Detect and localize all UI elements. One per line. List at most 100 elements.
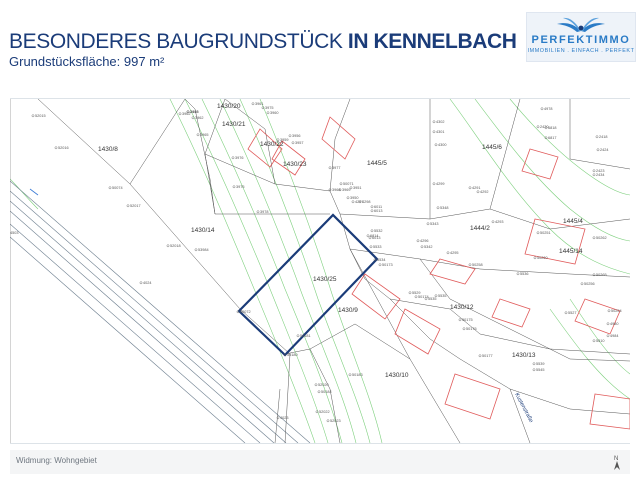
survey-point-marker <box>351 200 355 204</box>
survey-point-marker <box>346 196 350 200</box>
survey-point-label: 4292 <box>480 190 488 194</box>
survey-point-marker <box>314 383 318 387</box>
survey-point-label: 3951 <box>353 186 361 190</box>
survey-point-label: 2434 <box>596 173 604 177</box>
survey-point-label: 3959 <box>280 138 288 142</box>
zoning-label: Widmung: Wohngebiet <box>16 456 97 465</box>
survey-point-label: 52016 <box>58 146 69 150</box>
survey-point-label: 5545 <box>536 368 544 372</box>
survey-point-marker <box>108 186 112 190</box>
survey-point-marker <box>536 125 540 129</box>
survey-point-marker <box>236 310 240 314</box>
survey-point-marker <box>368 236 372 240</box>
survey-point-marker <box>491 220 495 224</box>
survey-point-label: 50173 <box>382 263 393 267</box>
survey-point-label: 6013 <box>374 209 382 213</box>
survey-point-label: 3968 <box>332 188 340 192</box>
plot-area-subtitle: Grundstücksfläche: 997 m² <box>9 54 165 69</box>
survey-point-label: 5343 <box>430 222 438 226</box>
survey-point-marker <box>532 362 536 366</box>
north-arrow-icon: N <box>610 453 624 471</box>
survey-point-label: 5529 <box>412 291 420 295</box>
survey-point-marker <box>416 239 420 243</box>
survey-point-marker <box>366 234 370 238</box>
footer-bar: Widmung: Wohngebiet N <box>10 450 630 474</box>
survey-point-marker <box>256 210 260 214</box>
parcel-label: 1430/9 <box>338 307 358 314</box>
logo-tagline: IMMOBILIEN . EINFACH . PERFEKT <box>527 48 635 54</box>
survey-point-marker <box>191 116 195 120</box>
survey-point-label: 50262 <box>596 236 607 240</box>
survey-point-label: 5342 <box>424 245 432 249</box>
title-light: BESONDERES BAUGRUNDSTÜCK <box>9 30 348 53</box>
survey-point-label: 6817 <box>548 136 556 140</box>
survey-point-marker <box>54 146 58 150</box>
survey-point-marker <box>426 222 430 226</box>
survey-point-label: 4300 <box>438 143 446 147</box>
survey-point-marker <box>606 322 610 326</box>
survey-point-marker <box>536 231 540 235</box>
survey-point-marker <box>373 258 377 262</box>
company-logo[interactable]: PERFEKTIMMO IMMOBILIEN . EINFACH . PERFE… <box>526 12 636 62</box>
survey-point-label: 50260 <box>537 256 548 260</box>
survey-point-marker <box>291 141 295 145</box>
survey-point-marker <box>532 368 536 372</box>
survey-point-marker <box>261 106 265 110</box>
survey-point-marker <box>186 110 190 114</box>
survey-point-marker <box>328 166 332 170</box>
parcel-label: 1445/14 <box>559 248 583 255</box>
survey-point-label: 3975 <box>236 185 244 189</box>
parcel-label: 1445/6 <box>482 144 502 151</box>
survey-point-marker <box>31 114 35 118</box>
survey-point-marker <box>317 390 321 394</box>
survey-point-label: 4296 <box>420 239 428 243</box>
parcel-label: 1430/23 <box>283 161 307 168</box>
survey-point-label: 52017 <box>130 204 141 208</box>
survey-point-label: 4301 <box>436 130 444 134</box>
parcel-label: 1430/14 <box>191 227 215 234</box>
road-lines <box>10 180 311 443</box>
survey-point-marker <box>196 133 200 137</box>
survey-point-marker <box>432 182 436 186</box>
survey-point-marker <box>592 339 596 343</box>
parcel-label: 1430/8 <box>98 146 118 153</box>
street-label: Kustenstraße <box>513 392 534 424</box>
survey-point-label: 4297 <box>355 200 363 204</box>
survey-point-marker <box>194 248 198 252</box>
survey-point-label: 50074 <box>112 186 123 190</box>
survey-point-marker <box>139 281 143 285</box>
highlighted-plot-outline[interactable] <box>237 213 379 357</box>
survey-point-label: 3956 <box>292 134 300 138</box>
survey-point-marker <box>446 251 450 255</box>
buildings <box>247 116 630 430</box>
survey-point-label: 3962 <box>182 112 190 116</box>
survey-point-marker <box>436 206 440 210</box>
survey-point-label: 3957 <box>295 141 303 145</box>
survey-point-label: 4291 <box>472 186 480 190</box>
cadastral-map-drawing: 1430/201430/211430/221430/231430/81430/1… <box>10 99 630 443</box>
survey-point-label: 5536 <box>520 272 528 276</box>
survey-point-label: 4023 <box>280 416 288 420</box>
survey-point-label: 2420 <box>540 125 548 129</box>
parcel-boundaries <box>10 99 630 443</box>
survey-point-label: 50251 <box>540 231 551 235</box>
survey-point-marker <box>424 297 428 301</box>
survey-point-marker <box>595 135 599 139</box>
survey-point-label: 50183 <box>352 373 363 377</box>
survey-point-label: 3961 <box>255 102 263 106</box>
survey-point-label: 50256 <box>584 282 595 286</box>
survey-point-marker <box>533 256 537 260</box>
survey-point-label: 50254 <box>611 309 622 313</box>
survey-point-marker <box>592 273 596 277</box>
survey-point-label: 5539 <box>536 362 544 366</box>
survey-point-label: 3977 <box>332 166 340 170</box>
survey-point-marker <box>348 373 352 377</box>
survey-point-marker <box>276 138 280 142</box>
survey-point-label: 50174 <box>418 295 429 299</box>
survey-point-label: 5535 <box>428 297 436 301</box>
survey-point-label: 6011 <box>374 205 382 209</box>
parcel-label: 1430/22 <box>260 141 284 148</box>
survey-point-marker <box>370 229 374 233</box>
survey-point-label: 50071 <box>343 182 354 186</box>
